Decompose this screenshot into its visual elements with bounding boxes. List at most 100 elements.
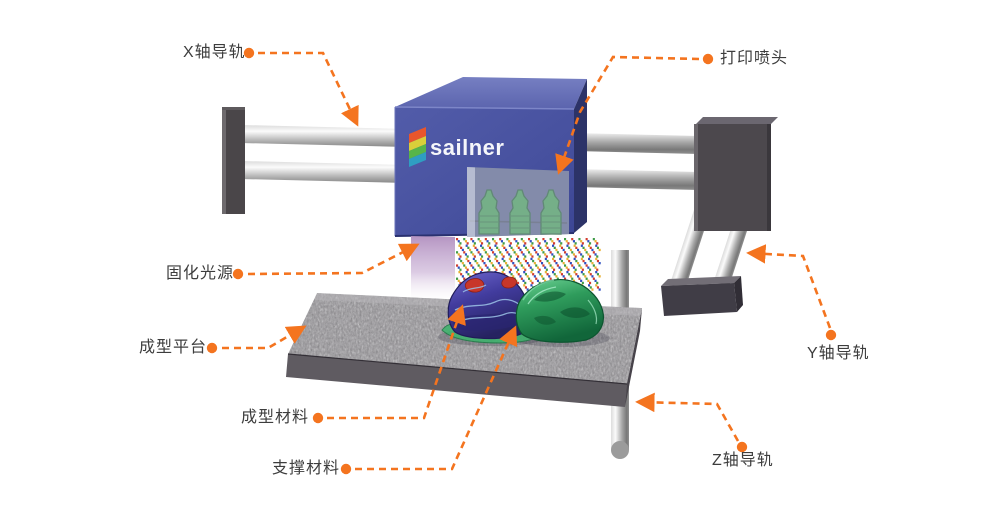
- droplet: [582, 259, 585, 263]
- droplet: [479, 253, 482, 256]
- droplet: [573, 271, 576, 274]
- droplet: [456, 251, 459, 254]
- droplet: [493, 240, 496, 243]
- droplet: [595, 271, 598, 274]
- leader-print-head: [555, 55, 700, 175]
- droplet: [555, 262, 558, 265]
- droplet: [479, 266, 482, 269]
- droplet: [502, 268, 505, 271]
- droplet: [588, 284, 591, 287]
- droplet: [509, 255, 512, 258]
- droplet: [469, 248, 472, 252]
- droplet: [565, 253, 568, 256]
- droplet: [483, 248, 486, 252]
- droplet: [495, 255, 498, 258]
- droplet: [479, 240, 482, 243]
- droplet: [549, 238, 552, 241]
- droplet: [573, 244, 576, 247]
- droplet: [546, 246, 549, 249]
- droplet: [569, 275, 572, 278]
- droplet: [542, 238, 545, 241]
- platform-right-face: [625, 308, 642, 407]
- droplet: [566, 244, 569, 247]
- droplet: [598, 248, 601, 252]
- droplet: [460, 246, 463, 249]
- droplet: [524, 246, 527, 249]
- droplet: [580, 244, 583, 247]
- droplet: [538, 255, 541, 258]
- droplet: [539, 246, 542, 249]
- droplet: [542, 277, 545, 280]
- y-carriage-block: [694, 117, 778, 231]
- droplet: [474, 259, 477, 263]
- droplet: [492, 238, 495, 241]
- droplet: [580, 253, 583, 256]
- droplet: [589, 281, 592, 285]
- droplet: [529, 253, 532, 256]
- droplet: [530, 284, 533, 287]
- droplet: [545, 255, 548, 258]
- droplet: [528, 238, 531, 241]
- droplet: [528, 251, 531, 254]
- droplet: [517, 281, 520, 285]
- label-curing-light: 固化光源: [166, 265, 235, 282]
- droplet: [549, 251, 552, 254]
- droplet: [464, 240, 467, 243]
- droplet: [530, 244, 533, 247]
- droplet: [467, 246, 470, 249]
- droplet: [564, 264, 567, 267]
- droplet: [496, 246, 499, 249]
- droplet: [578, 277, 581, 280]
- droplet: [530, 257, 533, 261]
- droplet: [460, 259, 463, 263]
- droplet: [545, 268, 548, 271]
- droplet: [464, 266, 467, 269]
- droplet: [552, 257, 555, 261]
- droplet: [510, 246, 513, 249]
- droplet: [501, 271, 504, 274]
- label-platform: 成型平台: [139, 339, 208, 356]
- droplet: [467, 259, 470, 263]
- droplet: [517, 273, 520, 276]
- droplet: [585, 238, 588, 241]
- droplet: [577, 248, 580, 252]
- droplet: [509, 268, 512, 271]
- droplet: [481, 246, 484, 249]
- droplet: [596, 281, 599, 285]
- droplet: [524, 286, 527, 289]
- droplet: [487, 257, 490, 261]
- droplet: [466, 268, 469, 271]
- droplet: [539, 273, 542, 276]
- leader-z-rail: [635, 392, 740, 442]
- droplet: [536, 240, 539, 243]
- droplet: [564, 251, 567, 254]
- droplet: [544, 271, 547, 274]
- droplet: [519, 248, 522, 252]
- droplet: [488, 246, 491, 249]
- droplet: [463, 277, 466, 280]
- droplet: [535, 251, 538, 254]
- dot-x-rail: [243, 47, 255, 59]
- droplet: [517, 259, 520, 263]
- droplet: [480, 244, 483, 247]
- droplet: [501, 244, 504, 247]
- droplet: [459, 242, 462, 245]
- droplet: [553, 246, 556, 249]
- droplet: [551, 266, 554, 269]
- droplet: [497, 262, 500, 265]
- droplet: [538, 281, 541, 285]
- droplet: [477, 251, 480, 254]
- droplet: [528, 264, 531, 267]
- droplet: [474, 246, 477, 249]
- droplet: [588, 244, 591, 247]
- droplet: [502, 255, 505, 258]
- droplet: [544, 279, 547, 282]
- droplet: [472, 271, 475, 274]
- droplet: [473, 242, 476, 245]
- droplet: [522, 279, 525, 282]
- droplet: [517, 268, 520, 271]
- nozzle-window-glass: [467, 167, 569, 237]
- logo-wordmark: sailner: [430, 135, 504, 160]
- droplet: [578, 238, 581, 241]
